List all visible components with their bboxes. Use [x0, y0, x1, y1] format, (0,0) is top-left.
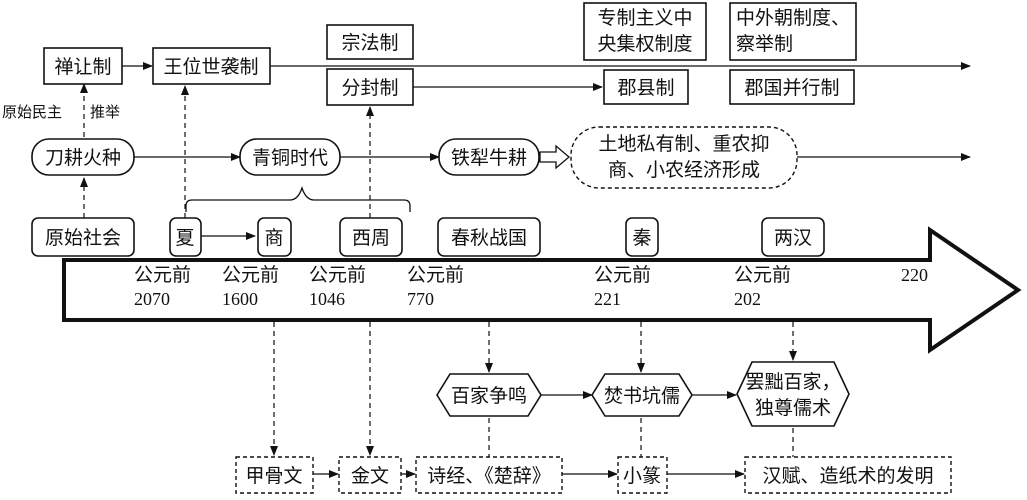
era-qin-box: [625, 217, 659, 257]
yuanshi-minzhu-label: 原始民主: [2, 103, 62, 121]
tieli-label: 铁犁牛耕: [451, 147, 527, 169]
era-chunqiu-label: 春秋战国: [451, 227, 527, 249]
jiagu-label: 甲骨文: [245, 465, 302, 487]
era-xizhou-box: [339, 217, 403, 257]
jinwen-box: [338, 456, 402, 494]
baijia-label: 百家争鸣: [451, 385, 527, 407]
tick-1046-prefix: 公元前: [309, 264, 366, 286]
daogeng-box: [31, 138, 135, 176]
zongfa-box: [326, 24, 414, 60]
jinwen-label: 金文: [351, 465, 389, 487]
xiaozhuan-label: 小篆: [623, 465, 661, 487]
bachu-hexagon: [736, 361, 850, 427]
era-chunqiu-box: [437, 217, 541, 257]
xiaozhuan-box: [617, 456, 668, 494]
zhongwai-label-1: 中外朝制度、: [736, 7, 850, 29]
era-lianghan-label: 两汉: [774, 227, 812, 249]
zhongwai-label-2: 察举制: [736, 33, 793, 55]
junxian-box: [603, 69, 689, 105]
shijing-label: 诗经、《楚辞》: [427, 465, 551, 487]
junxian-label: 郡县制: [617, 77, 674, 99]
era-xia-box: [169, 217, 202, 257]
tick-220-year: 220: [901, 265, 928, 285]
zhongwai-box: [729, 2, 857, 61]
fenfeng-box: [326, 68, 414, 106]
qingtong-box: [239, 138, 341, 176]
junguo-label: 郡国并行制: [744, 77, 839, 99]
wangwei-box: [152, 47, 271, 85]
bachu-label-1: 罢黜百家，: [745, 371, 840, 393]
timeline-arrow: [62, 226, 1022, 354]
tick-770-year: 770: [407, 289, 434, 309]
tuiju-label: 推举: [90, 103, 120, 121]
tick-1600-year: 1600: [222, 289, 258, 309]
tick-221-year: 221: [594, 289, 621, 309]
tick-202-year: 202: [734, 289, 761, 309]
hollow-arrow-icon: [539, 144, 571, 170]
tudi-box: [570, 126, 798, 189]
era-xia-label: 夏: [175, 227, 194, 249]
bachu-label-2: 独尊儒术: [755, 397, 831, 419]
jiagu-box: [235, 456, 314, 494]
era-lianghan-box: [761, 217, 825, 257]
tick-1600-prefix: 公元前: [222, 264, 279, 286]
hanfu-label: 汉赋、造纸术的发明: [762, 465, 933, 487]
fenshu-label: 焚书坑儒: [604, 385, 680, 407]
tieli-box: [438, 138, 540, 176]
shanrang-label: 禅让制: [54, 56, 111, 78]
tick-1046-year: 1046: [309, 289, 345, 309]
era-shang-box: [257, 217, 292, 257]
shanrang-box: [43, 47, 123, 85]
era-xizhou-label: 西周: [352, 227, 390, 249]
zongfa-label: 宗法制: [341, 32, 398, 54]
daogeng-label: 刀耕火种: [45, 147, 121, 169]
zhuanzhi-label-1: 专制主义中: [597, 7, 692, 29]
zhuanzhi-label-2: 央集权制度: [597, 33, 692, 55]
hanfu-box: [744, 456, 952, 494]
zhuanzhi-box: [583, 2, 707, 61]
qingtong-label: 青铜时代: [252, 147, 328, 169]
shijing-box: [415, 456, 563, 494]
tick-202-prefix: 公元前: [734, 264, 791, 286]
bronze-brace: [185, 185, 411, 212]
tick-2070-year: 2070: [134, 289, 170, 309]
tick-770-prefix: 公元前: [407, 264, 464, 286]
tudi-label-2: 商、小农经济形成: [608, 159, 760, 181]
wangwei-label: 王位世袭制: [163, 56, 258, 78]
era-qin-label: 秦: [632, 227, 651, 249]
era-shang-label: 商: [264, 227, 283, 249]
junguo-box: [729, 69, 855, 105]
tick-221-prefix: 公元前: [594, 264, 651, 286]
era-yuanshi-label: 原始社会: [45, 227, 121, 249]
fenfeng-label: 分封制: [341, 77, 398, 99]
fenshu-hexagon: [591, 373, 693, 417]
tick-2070-prefix: 公元前: [134, 264, 191, 286]
tudi-label-1: 土地私有制、重农抑: [598, 133, 769, 155]
baijia-hexagon: [436, 373, 542, 417]
era-yuanshi-box: [31, 217, 135, 257]
